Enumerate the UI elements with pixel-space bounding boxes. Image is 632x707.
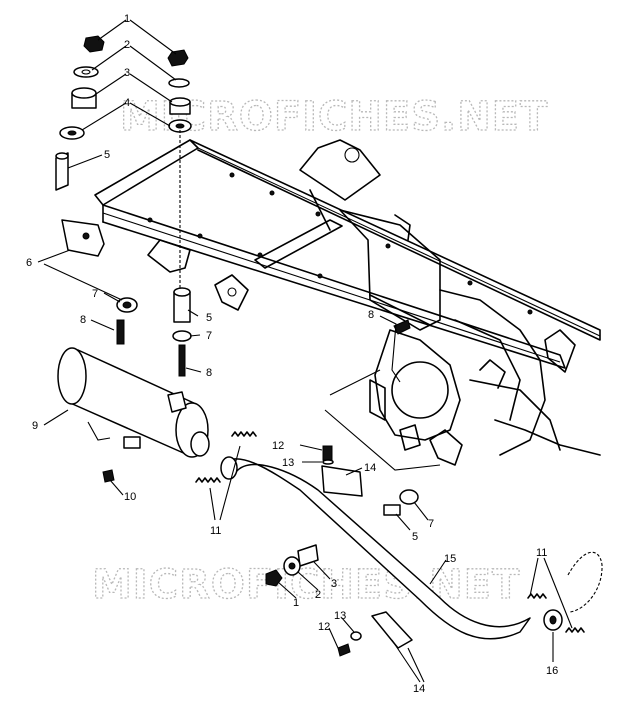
bolt-icon	[393, 319, 411, 335]
callout-5b: 5	[206, 312, 212, 324]
bolt-icon	[116, 319, 125, 345]
callout-9: 9	[32, 420, 38, 432]
callout-labels: 1 2 3 4 5 6 7 8 5 7 8 9 10 11 12 13 14 7…	[26, 13, 558, 695]
callout-7c: 7	[428, 518, 434, 530]
callout-8b: 8	[206, 367, 212, 379]
watermark-top: MICROFICHES.NET	[120, 94, 548, 140]
callout-7b: 7	[206, 330, 212, 342]
callout-10: 10	[124, 491, 136, 503]
callout-14b: 14	[413, 683, 425, 695]
callout-1b: 1	[293, 597, 299, 609]
callout-8: 8	[80, 314, 86, 326]
callout-3: 3	[124, 67, 130, 79]
frame-assembly	[94, 139, 601, 373]
bolt-icon	[322, 445, 333, 461]
callout-2b: 2	[315, 589, 321, 601]
bolt-icon	[102, 469, 115, 483]
leader-lines	[37, 19, 573, 683]
callout-12b: 12	[318, 621, 330, 633]
callout-4: 4	[124, 97, 130, 109]
callout-3b: 3	[331, 578, 337, 590]
callout-5: 5	[104, 149, 110, 161]
callout-13: 13	[282, 457, 294, 469]
hex-nut-icon	[167, 49, 189, 67]
callout-6: 6	[26, 257, 32, 269]
callout-15: 15	[444, 553, 456, 565]
hex-nut-icon	[83, 35, 105, 53]
callout-11: 11	[210, 525, 221, 537]
callout-2: 2	[124, 39, 130, 51]
callout-12: 12	[272, 440, 284, 452]
callout-5c: 5	[412, 531, 418, 543]
muffler	[57, 347, 210, 483]
coil-spring-icon	[195, 431, 257, 483]
callout-16: 16	[546, 665, 558, 677]
bolt-icon	[337, 643, 351, 657]
exhaust-pipe	[220, 445, 603, 657]
callout-1: 1	[124, 13, 130, 25]
callout-13b: 13	[334, 610, 346, 622]
mount-hardware-stack	[55, 35, 411, 377]
callout-7: 7	[92, 288, 98, 300]
callout-11b: 11	[536, 547, 547, 559]
bolt-icon	[178, 344, 186, 377]
watermark-bottom: MICROFICHES.NET	[92, 562, 520, 608]
washer-icon	[168, 78, 190, 88]
muffler-bracket	[61, 219, 105, 257]
callout-8c: 8	[368, 309, 374, 321]
engine-assembly	[324, 209, 601, 471]
frame-holes	[147, 172, 533, 315]
callout-14: 14	[364, 462, 376, 474]
